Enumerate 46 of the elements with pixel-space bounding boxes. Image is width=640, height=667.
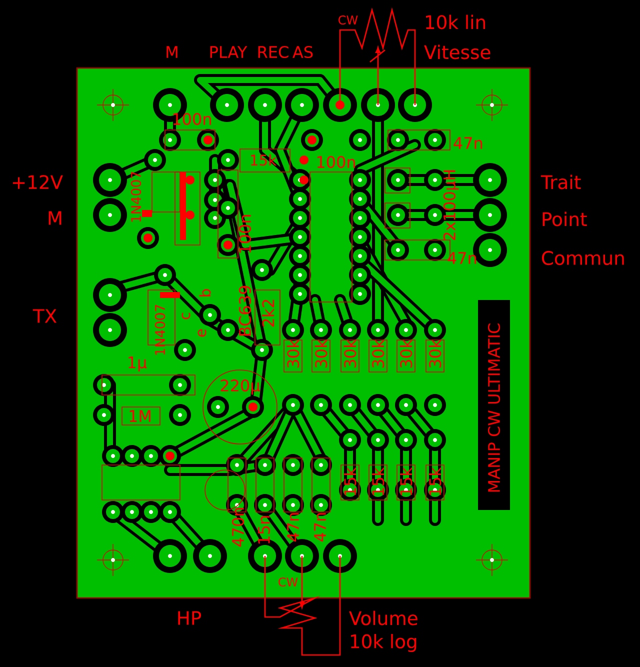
pin-label: e [198,329,206,337]
component-value: 1N4007 [130,172,142,222]
connector-label: Commun [542,250,624,266]
component-value: 30k [400,339,412,368]
component-value: 30k [372,339,384,368]
board-title: MANIP CW ULTIMATIC [488,324,500,492]
connector-label: M [48,211,62,225]
component-value: 15k [372,467,384,496]
component-value: 100n [317,156,355,168]
component-value: 30k [314,339,328,368]
component-value: 30k [428,339,442,368]
component-value: 1µ [128,356,147,372]
pot-label: Vitesse [424,44,490,60]
component-value: 2x100µH [443,170,459,240]
connector-label: Point [542,212,587,226]
connector-label: PLAY [210,46,248,58]
connector-label: HP [178,611,202,625]
component-value: BC639 [238,286,252,336]
component-value: 47n [314,513,326,542]
component-value: 47n [448,252,476,264]
component-value: 470n [232,508,244,547]
component-value: 47n [287,513,299,542]
component-value: 15k [428,467,442,496]
pot-label: CW [278,577,298,587]
connector-label: REC [258,46,288,58]
pot-label: CW [338,15,358,25]
component-value: 1N4007 [154,304,166,355]
pot-label: 10k lin [426,14,486,30]
component-value: 2k2 [262,300,274,327]
component-value: 1M [130,410,150,422]
component-value: 30k [344,339,356,368]
connector-label: TX [32,309,57,323]
connector-label: M [166,46,178,58]
pin-label: c [182,312,190,320]
component-value: 15k [344,467,356,496]
pot-label: Volume [349,610,418,626]
component-value: 47n [454,137,482,149]
pin-label: b [199,289,211,296]
component-value: 100n [238,215,252,253]
connector-label: AS [292,46,313,58]
connector-label: +12V [12,175,63,189]
component-value: 15k [400,467,412,496]
component-value: 30k [286,339,300,368]
pot-label: 10k log [350,634,416,652]
component-value: 15n [258,516,270,544]
connector-label: Trait [540,174,581,190]
